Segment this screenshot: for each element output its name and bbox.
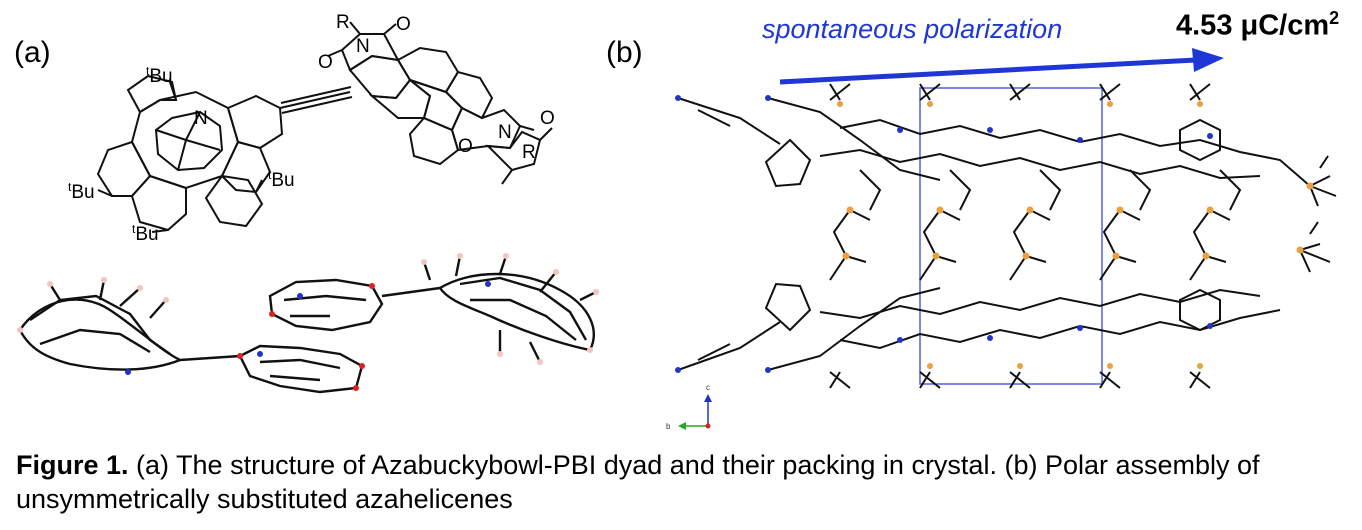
helicene-layer-lower: [677, 282, 1281, 389]
figure-caption: Figure 1. (a) The structure of Azabuckyb…: [16, 448, 1346, 516]
axis-indicator: c b: [666, 383, 712, 431]
axis-c-label: c: [706, 383, 710, 392]
dyad-packing: [18, 255, 597, 394]
helicene-layer-upper: [677, 83, 1337, 211]
molecule-structure: R N O O O O N R N tBu tBu tBu tBu: [68, 12, 555, 245]
n-imide-top: N: [356, 36, 370, 57]
polarization-arrow: [779, 48, 1224, 85]
polarization-value: 4.53 μC/cm2: [1176, 8, 1340, 42]
perylene-bisimide: [340, 33, 542, 172]
alkyne-linker: [279, 86, 353, 114]
polar-packing-atoms: [675, 95, 1314, 373]
axis-b-label: b: [666, 422, 671, 431]
o-label-3: O: [540, 108, 555, 129]
unit-cell: [919, 87, 1103, 385]
n-bowl-label: N: [194, 108, 208, 129]
r-top-label: R: [336, 12, 350, 33]
polarization-label: spontaneous polarization: [762, 14, 1063, 44]
caption-text: (a) The structure of Azabuckybowl-PBI dy…: [16, 450, 1260, 514]
tbu-bonds: [97, 81, 263, 233]
tbu-label-2: tBu: [268, 168, 295, 191]
o-label-2: O: [318, 52, 333, 73]
azabuckybowl-core: [96, 74, 284, 232]
r-bottom-label: R: [522, 142, 536, 163]
panel-label-b: (b): [606, 36, 643, 69]
carbonyl-bonds: [327, 21, 553, 185]
o-label-1: O: [396, 14, 411, 35]
tbu-label-3: tBu: [68, 180, 95, 203]
tbu-label-1: tBu: [146, 64, 173, 87]
caption-bold: Figure 1.: [16, 450, 129, 480]
o-label-4: O: [458, 136, 473, 157]
tbu-label-4: tBu: [132, 222, 159, 245]
n-imide-bottom: N: [498, 122, 512, 143]
panel-label-a: (a): [14, 36, 51, 69]
linker-chains: [829, 209, 1331, 281]
packing-atoms: [17, 253, 599, 391]
